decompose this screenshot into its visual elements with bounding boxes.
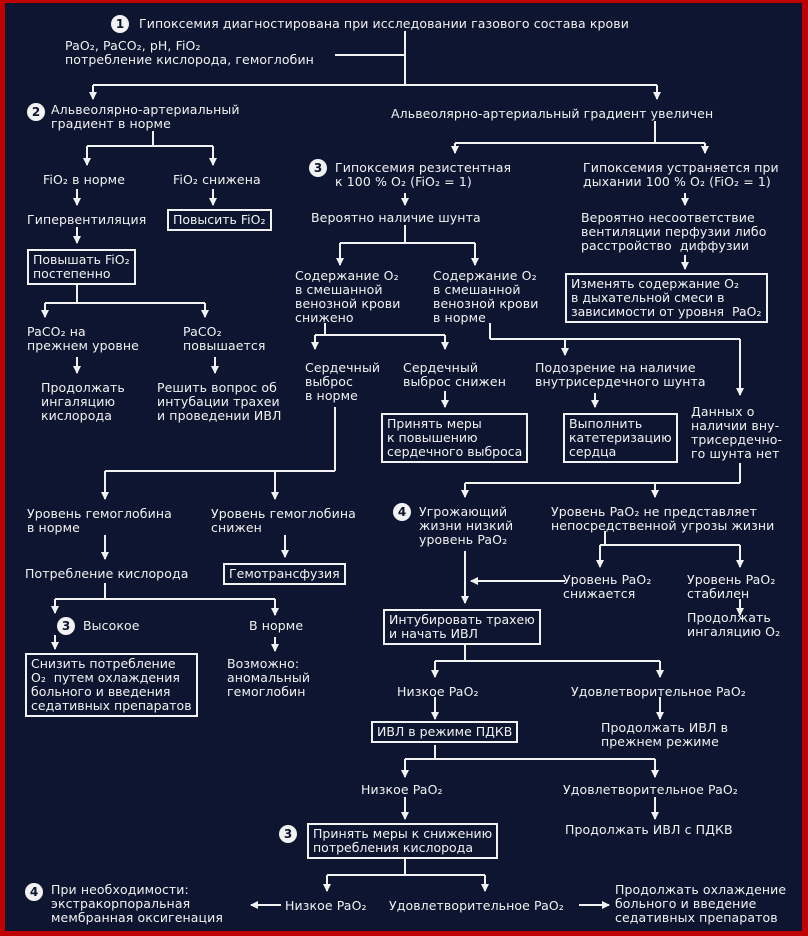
node-pao2-stable: Уровень PaO₂ стабилен bbox=[687, 572, 776, 601]
node-gradient-increased: Альвеолярно-артериальный градиент увелич… bbox=[391, 106, 714, 121]
action-adjust-o2: Изменять содержание O₂ в дыхательной сме… bbox=[565, 273, 768, 323]
node-continue-inhalation: Продолжать ингаляцию кислорода bbox=[41, 380, 125, 423]
node-resolves: Гипоксемия устраняется при дыхании 100 %… bbox=[583, 160, 779, 189]
node-resistant: Гипоксемия резистентная к 100 % O₂ (FiO₂… bbox=[335, 160, 512, 189]
node-fio2-low: FiO₂ снижена bbox=[173, 172, 261, 187]
step-badge-4: 4 bbox=[393, 503, 411, 521]
node-continue-peep: Продолжать ИВЛ с ПДКВ bbox=[565, 822, 733, 837]
action-improve-co: Принять меры к повышению сердечного выбр… bbox=[381, 413, 529, 463]
node-continue-o2: Продолжать ингаляцию O₂ bbox=[687, 610, 781, 639]
node-decide-intubation: Решить вопрос об интубации трахеи и пров… bbox=[157, 380, 282, 423]
node-ecmo: При необходимости: экстракорпоральная ме… bbox=[51, 882, 223, 925]
node-continue-cooling: Продолжать охлаждение больного и введени… bbox=[615, 882, 787, 925]
node-continue-ivl: Продолжать ИВЛ в прежнем режиме bbox=[601, 720, 729, 749]
node-hb-low: Уровень гемоглобина снижен bbox=[211, 506, 356, 535]
node-co-normal: Сердечный выброс в норме bbox=[305, 360, 381, 403]
node-hb-normal: Уровень гемоглобина в норме bbox=[27, 506, 172, 535]
node-ok-pao2-1: Удовлетворительное PaO₂ bbox=[571, 684, 746, 699]
action-raise-fio2-gradually: Повышать FiO₂ постепенно bbox=[27, 249, 136, 285]
step-badge-1: 1 bbox=[111, 15, 129, 33]
action-catheterization: Выполнить катетеризацию сердца bbox=[563, 413, 678, 463]
node-paco2-same: PaCO₂ на прежнем уровне bbox=[27, 324, 139, 353]
node-params: PaO₂, PaCO₂, pH, FiO₂ потребление кислор… bbox=[65, 38, 314, 67]
action-peep: ИВЛ в режиме ПДКВ bbox=[371, 721, 519, 743]
node-low-pao2-3: Низкое PaO₂ bbox=[285, 898, 367, 913]
node-fio2-normal: FiO₂ в норме bbox=[43, 172, 125, 187]
step-badge-2: 2 bbox=[27, 103, 45, 121]
node-threat-low-pao2: Угрожающий жизни низкий уровень PaO₂ bbox=[419, 504, 514, 547]
node-pao2-decreasing: Уровень PaO₂ снижается bbox=[563, 572, 652, 601]
node-hypoxemia: Гипоксемия диагностирована при исследова… bbox=[139, 16, 629, 31]
step-badge-4b: 4 bbox=[25, 883, 43, 901]
node-high: Высокое bbox=[83, 618, 140, 633]
node-ok-pao2-3: Удовлетворительное PaO₂ bbox=[389, 898, 564, 913]
node-mismatch-likely: Вероятно несоответствие вентиляции перфу… bbox=[581, 210, 767, 253]
node-hyperventilation: Гипервентиляция bbox=[27, 212, 147, 227]
node-gradient-normal: Альвеолярно-артериальный градиент в норм… bbox=[51, 102, 240, 131]
node-co-low: Сердечный выброс снижен bbox=[403, 360, 506, 389]
node-suspect-shunt: Подозрение на наличие внутрисердечного ш… bbox=[535, 360, 706, 389]
action-reduce-o2-measures: Принять меры к снижению потребления кисл… bbox=[307, 823, 499, 859]
node-no-threat: Уровень PaO₂ не представляет непосредств… bbox=[551, 504, 775, 533]
action-transfusion: Гемотрансфузия bbox=[223, 563, 346, 585]
step-badge-3: 3 bbox=[309, 159, 327, 177]
node-in-norm: В норме bbox=[249, 618, 304, 633]
node-mixed-venous-normal: Содержание O₂ в смешанной венозной крови… bbox=[433, 268, 539, 325]
step-badge-3b: 3 bbox=[57, 617, 75, 635]
node-low-pao2-2: Низкое PaO₂ bbox=[361, 782, 443, 797]
node-mixed-venous-low: Содержание O₂ в смешанной венозной крови… bbox=[295, 268, 401, 325]
flowchart-canvas: 1 Гипоксемия диагностирована при исследо… bbox=[5, 3, 802, 931]
node-no-shunt-data: Данных о наличии вну- трисердечно- го шу… bbox=[691, 404, 783, 461]
action-intubate: Интубировать трахею и начать ИВЛ bbox=[383, 609, 541, 645]
action-raise-fio2: Повысить FiO₂ bbox=[167, 209, 272, 231]
node-ok-pao2-2: Удовлетворительное PaO₂ bbox=[563, 782, 738, 797]
node-paco2-rises: PaCO₂ повышается bbox=[183, 324, 266, 353]
step-badge-3c: 3 bbox=[279, 825, 297, 843]
connector-lines bbox=[41, 31, 744, 909]
node-shunt-likely: Вероятно наличие шунта bbox=[311, 210, 481, 225]
node-low-pao2-1: Низкое PaO₂ bbox=[397, 684, 479, 699]
node-abnormal-hb: Возможно: аномальный гемоглобин bbox=[227, 656, 311, 699]
node-o2-consumption: Потребление кислорода bbox=[25, 566, 189, 581]
action-reduce-consumption: Снизить потребление O₂ путем охлаждения … bbox=[25, 653, 198, 717]
